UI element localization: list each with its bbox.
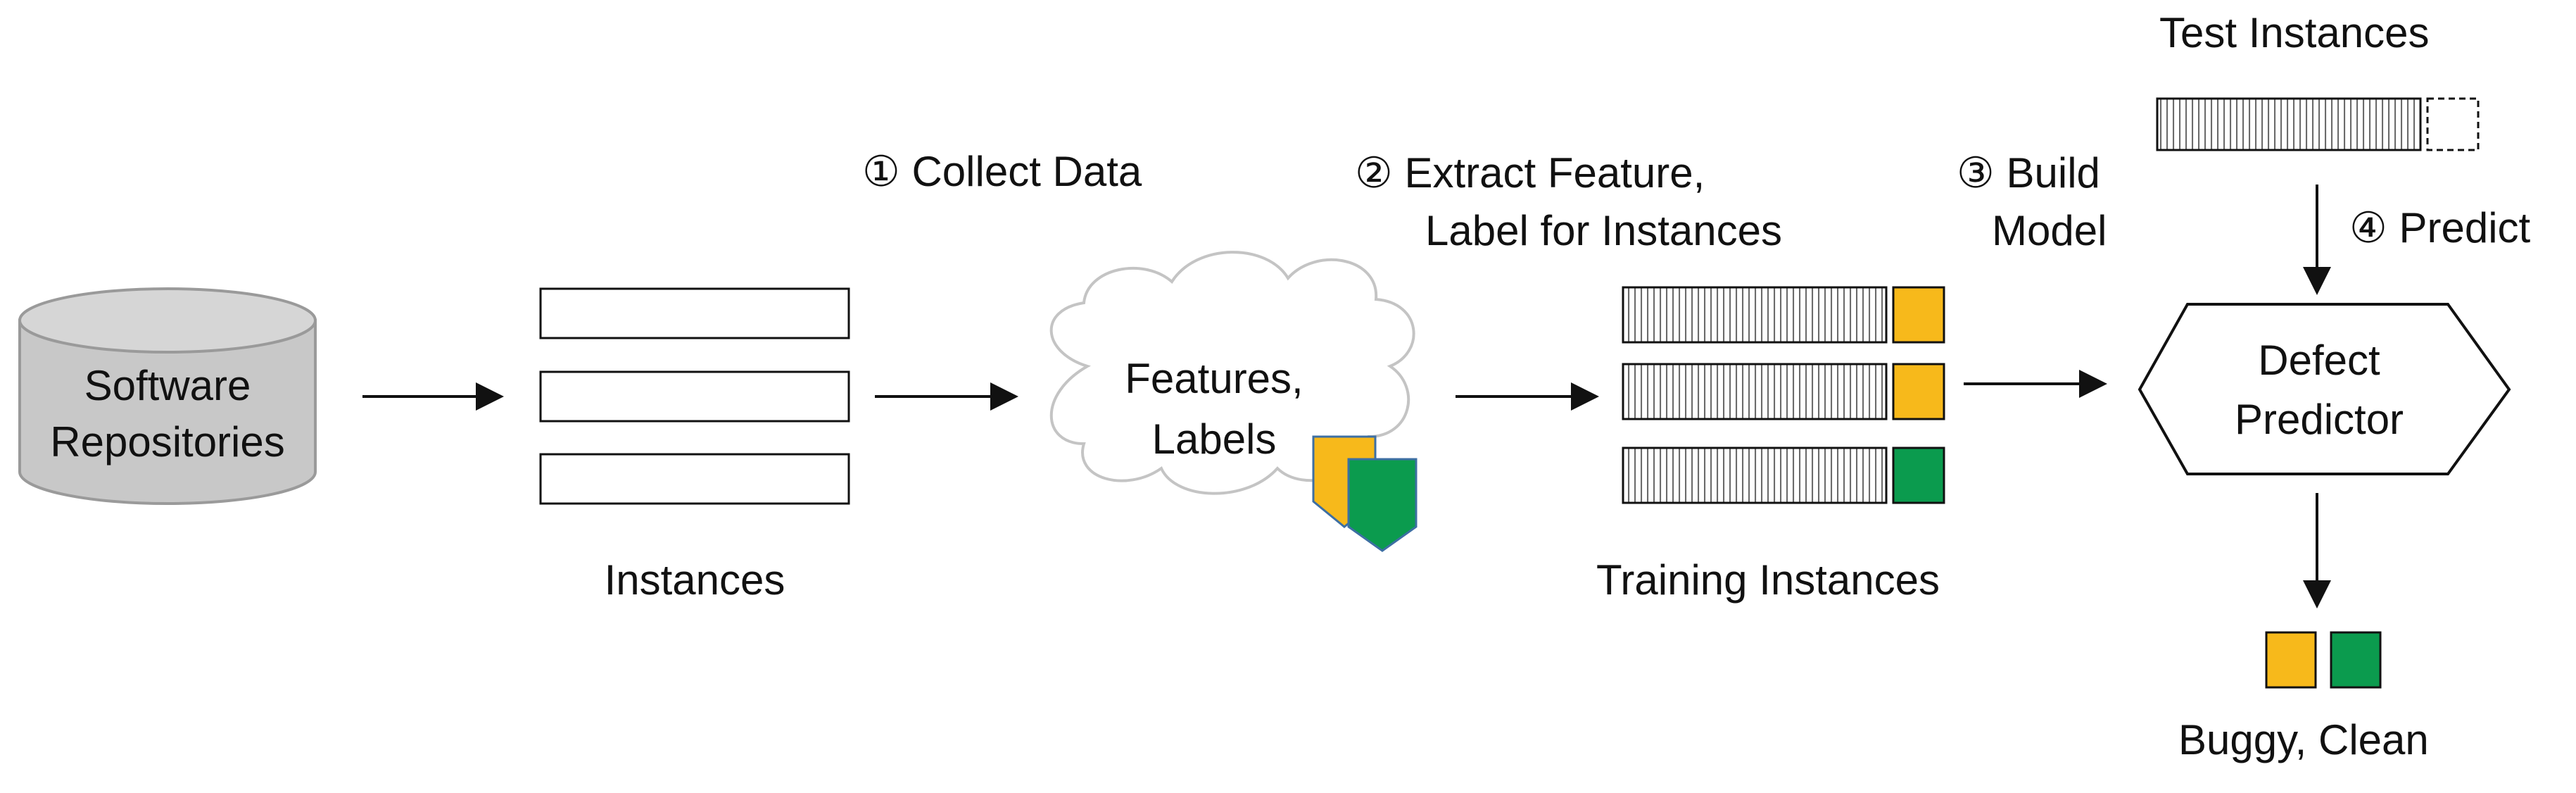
hexagon-icon xyxy=(2138,303,2511,475)
step-build-line1: Build xyxy=(2006,149,2100,196)
clean-output-square xyxy=(2330,631,2382,689)
step-number-1: ① xyxy=(862,148,900,195)
step-collect-text: Collect Data xyxy=(911,148,1142,195)
instance-box xyxy=(539,370,850,423)
training-instance-bar xyxy=(1622,363,1888,420)
training-instance-bar xyxy=(1622,447,1888,504)
clean-label-square xyxy=(1892,447,1945,504)
step-extract-line1: Extract Feature, xyxy=(1404,149,1705,196)
instance-box xyxy=(539,453,850,505)
repository-line1: Software xyxy=(84,362,251,409)
cloud-label: Features, Labels xyxy=(1098,349,1330,470)
buggy-label-square xyxy=(1892,363,1945,420)
step-number-4: ④ xyxy=(2349,204,2387,251)
output-label: Buggy, Clean xyxy=(2178,716,2429,763)
instances-label: Instances xyxy=(604,556,785,604)
step-number-3: ③ xyxy=(1957,149,1995,196)
step-collect-label: ① Collect Data xyxy=(862,144,1142,199)
step-build-label: ③ Build Model xyxy=(1957,144,2107,260)
repository-label: Software Repositories xyxy=(34,358,301,470)
repository-line2: Repositories xyxy=(50,418,285,466)
test-instances-label: Test Instances xyxy=(2159,9,2430,56)
defect-predictor-label: Defect Predictor xyxy=(2189,331,2449,449)
buggy-label-square xyxy=(1892,286,1945,344)
training-instances-label: Training Instances xyxy=(1596,556,1940,604)
step-predict-label: ④ Predict xyxy=(2349,201,2530,256)
training-instance-bar xyxy=(1622,286,1888,344)
step-extract-line2: Label for Instances xyxy=(1425,207,1782,254)
step-predict-text: Predict xyxy=(2399,204,2531,251)
step-build-line2: Model xyxy=(1992,207,2107,254)
instance-box xyxy=(539,287,850,339)
database-cylinder-icon xyxy=(18,287,317,505)
buggy-output-square xyxy=(2265,631,2317,689)
cloud-line2: Labels xyxy=(1151,416,1277,463)
cloud-icon xyxy=(1049,251,1415,495)
step-number-2: ② xyxy=(1355,149,1393,196)
step-extract-label: ② Extract Feature, Label for Instances xyxy=(1355,144,1782,260)
predictor-line2: Predictor xyxy=(2234,396,2404,443)
unknown-label-square xyxy=(2426,97,2480,151)
predictor-line1: Defect xyxy=(2258,337,2380,384)
tag-icon xyxy=(1347,458,1418,552)
cloud-line1: Features, xyxy=(1125,355,1303,402)
test-instance-bar xyxy=(2156,97,2422,151)
